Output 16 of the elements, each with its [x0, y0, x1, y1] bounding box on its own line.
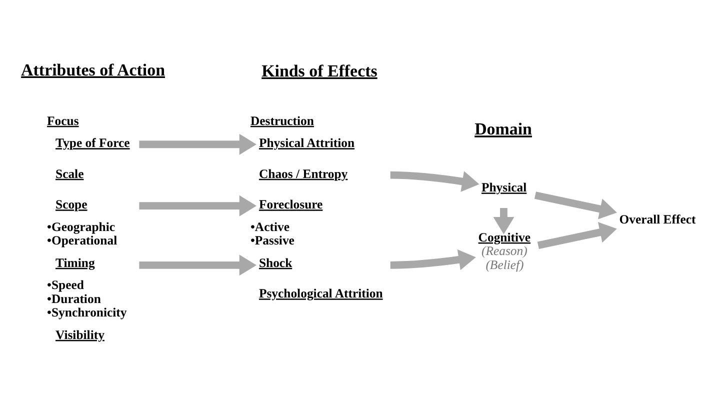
node-text: Focus Type of Force Scale Scope •Geographic •Operational Timing •Speed •Duration •Synchronicity Visibility [47, 114, 130, 342]
arrow [537, 222, 617, 250]
arrow [390, 171, 480, 192]
node-text: Overall Effect [619, 212, 696, 226]
node-text: Physical [481, 180, 527, 195]
label: Attributes of Action [21, 60, 166, 80]
arrow [534, 192, 617, 220]
node-text: Destruction Physical Attrition Chaos / Entropy Foreclosure •Active •Passive Shock Psychological Attrition [250, 114, 383, 301]
label: Domain [474, 120, 532, 139]
arrow [139, 195, 257, 216]
arrow [139, 134, 257, 155]
arrow [493, 208, 514, 234]
node-text: Cognitive (Reason) (Belief) [478, 230, 531, 272]
label: Kinds of Effects [262, 61, 378, 80]
arrow [139, 254, 257, 276]
arrow [390, 249, 476, 270]
